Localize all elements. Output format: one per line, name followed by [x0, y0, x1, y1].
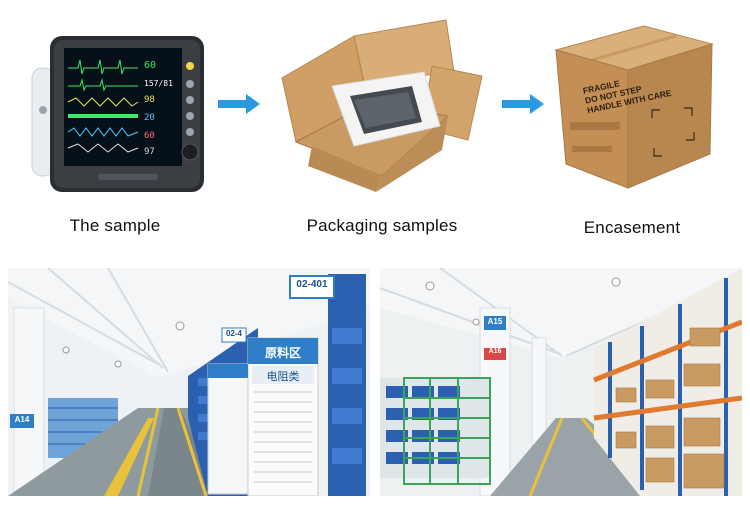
caption-packaging: Packaging samples	[306, 216, 458, 235]
open-box-image	[281, 19, 483, 192]
arrow-right-icon	[218, 94, 260, 114]
warehouse-photo-right: A15 A16	[380, 268, 742, 496]
pr-readout: 60	[144, 131, 155, 141]
panel-title: 原料区	[264, 346, 301, 360]
arrow-right-icon	[502, 94, 544, 114]
aisle-sign-a15: A15	[487, 317, 503, 326]
aisle-end-label: A14	[14, 415, 30, 424]
patient-monitor-image: 60 157/81 98 20 60 97	[31, 36, 204, 192]
rack-small-sign: 02-4	[225, 329, 242, 338]
caption-encasement: Encasement	[583, 218, 681, 237]
warehouse-photo-left: 02-401 原料区 电阻类 02-4 A14	[8, 268, 370, 496]
hr-readout: 60	[144, 60, 156, 71]
aisle-sign-a16: A16	[488, 348, 502, 355]
panel-subtitle: 电阻类	[266, 370, 300, 383]
sealed-box-image: FRAGILE DO NOT STEP HANDLE WITH CARE	[552, 22, 716, 192]
resp-readout: 20	[144, 113, 155, 123]
spo2-readout: 98	[144, 95, 155, 105]
temp-readout: 97	[144, 147, 155, 157]
nibp-readout: 157/81	[144, 79, 173, 88]
rack-top-sign: 02-401	[296, 279, 328, 290]
caption-sample: The sample	[69, 216, 161, 235]
